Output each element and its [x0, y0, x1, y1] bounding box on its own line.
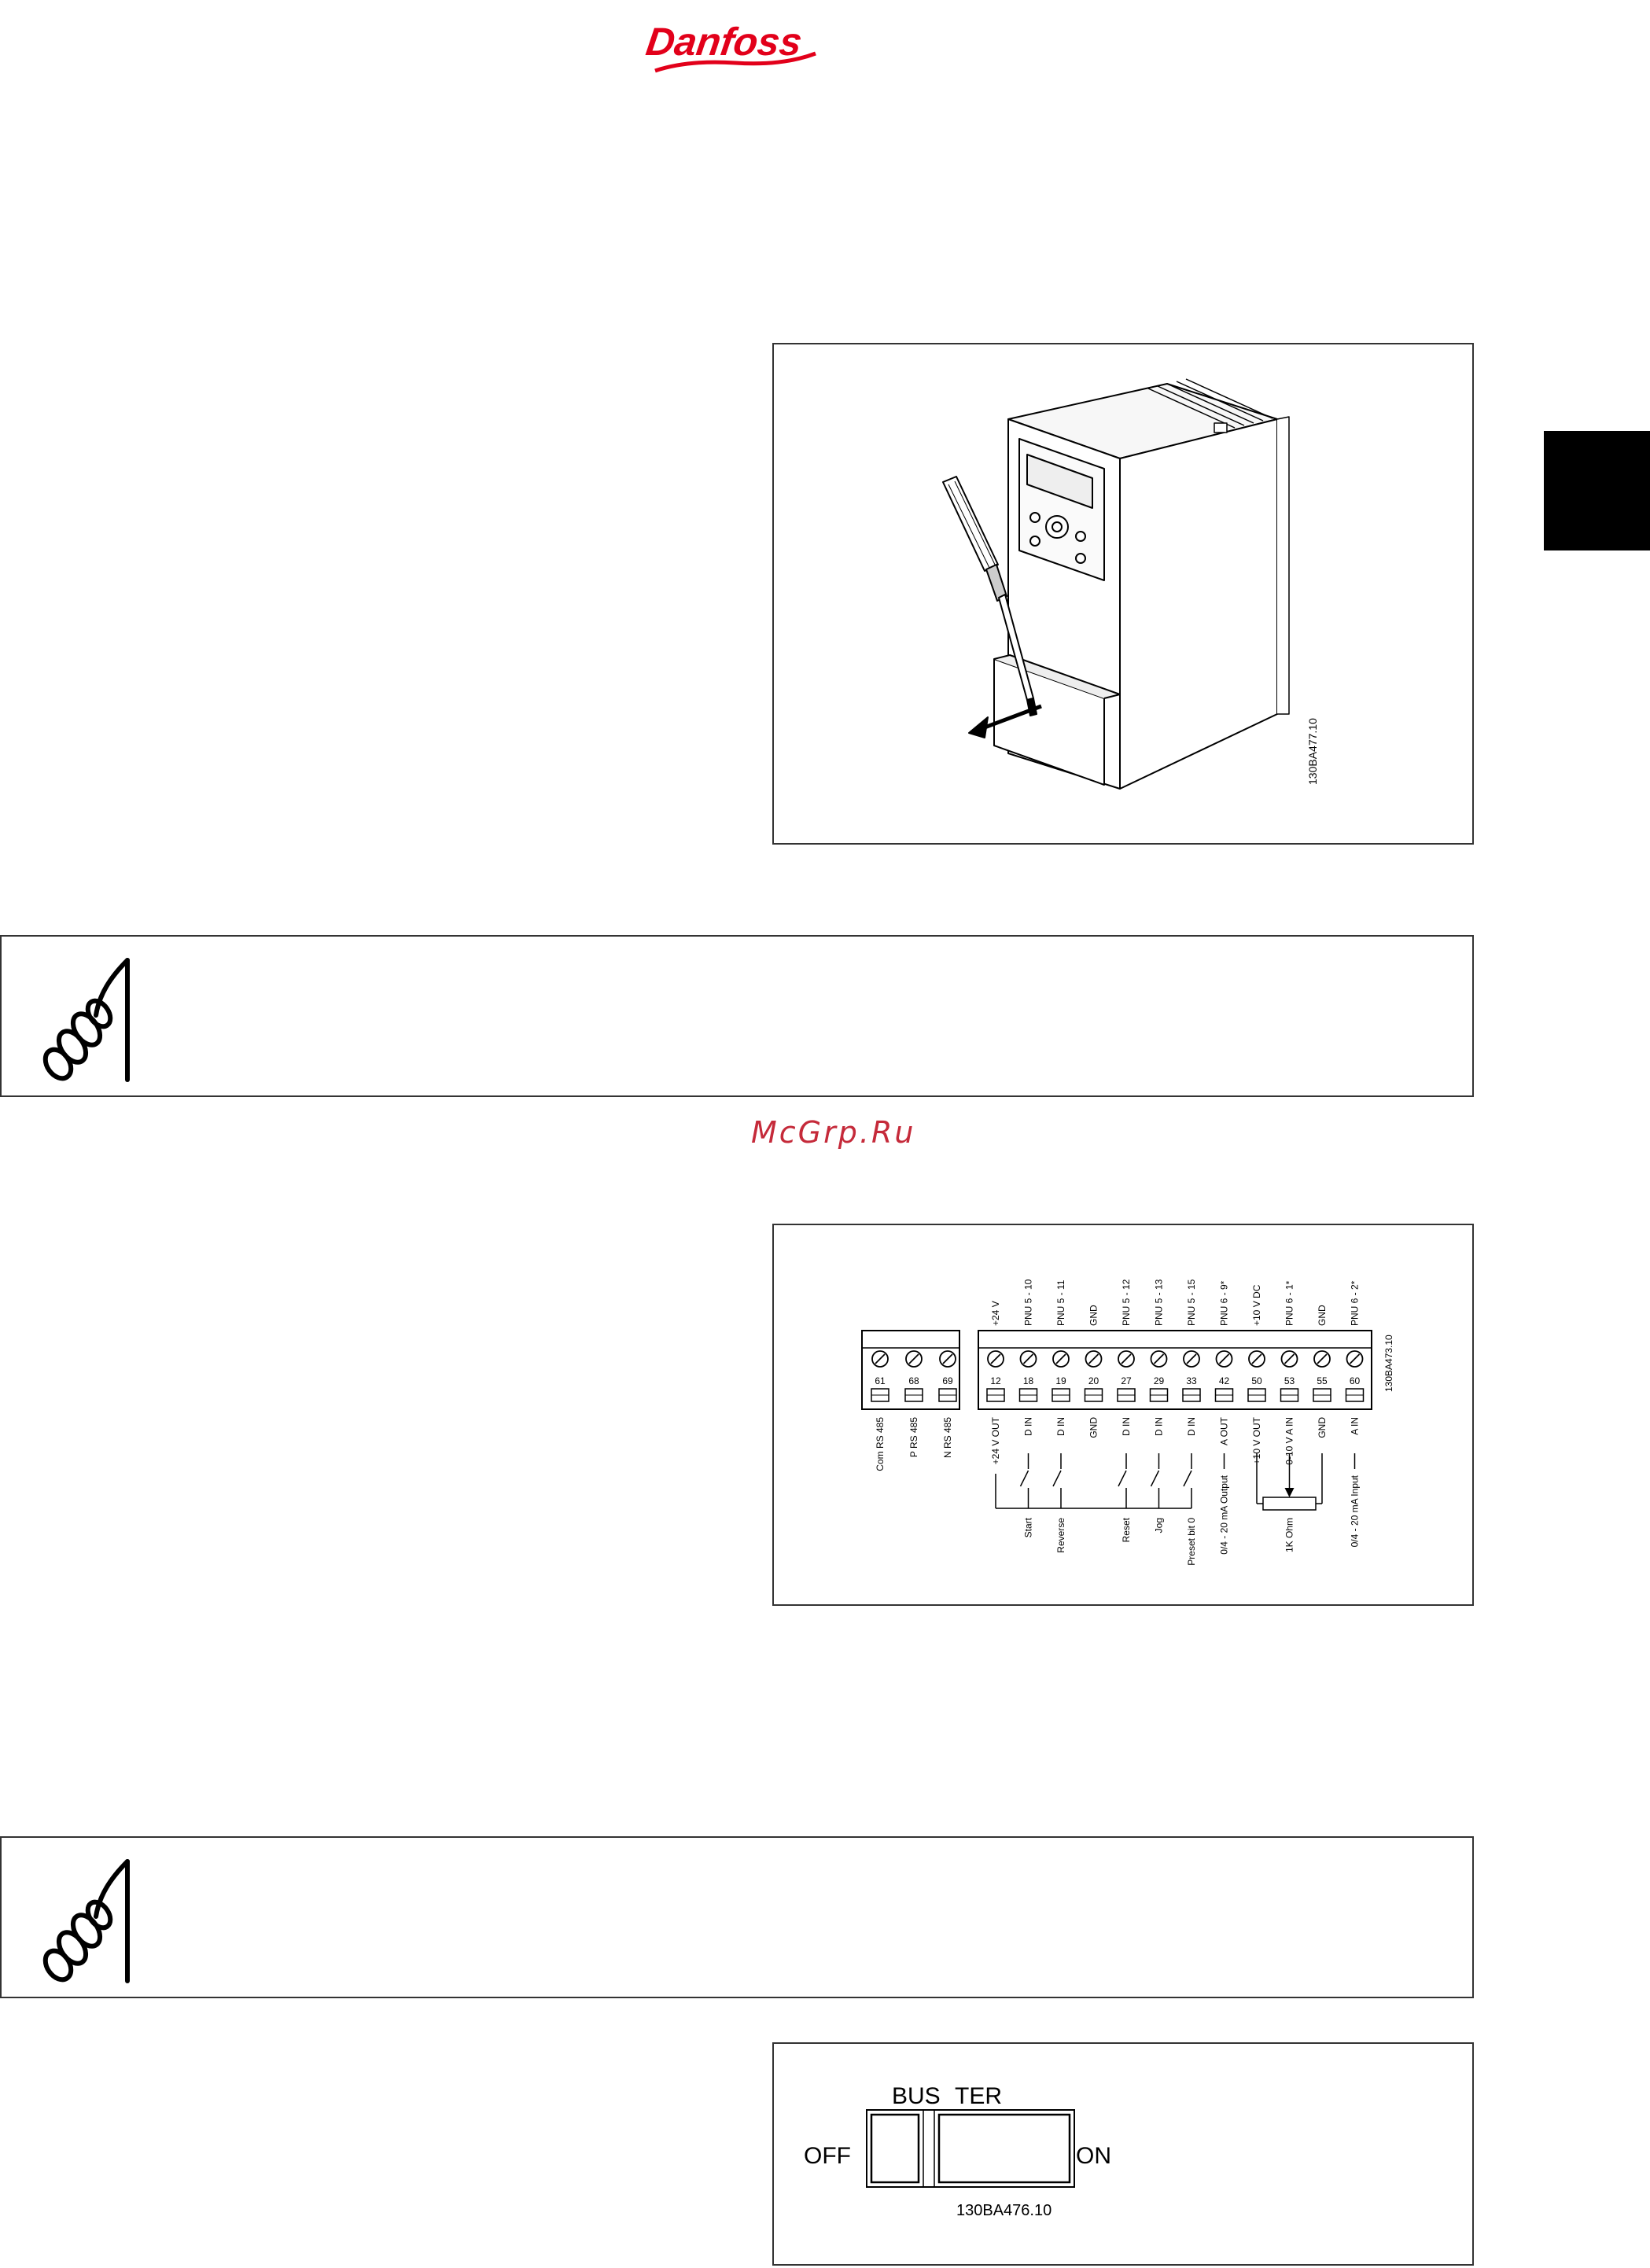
terminal-number: 18 [1023, 1375, 1034, 1386]
terminal-function: Reverse [1055, 1518, 1066, 1553]
terminal-type: D IN [1154, 1417, 1165, 1436]
figure1-code: 130BA477.10 [1306, 718, 1319, 785]
figure2-code: 130BA473.10 [1383, 1335, 1394, 1392]
terminal-parameter: PNU 5 - 13 [1154, 1279, 1165, 1326]
terminal-parameter: +10 V DC [1251, 1284, 1262, 1326]
watermark: McGrp.Ru [751, 1115, 916, 1150]
switch-contact [1183, 1470, 1192, 1487]
terminal-function: Reset [1121, 1517, 1132, 1542]
label-on: ON [1076, 2143, 1111, 2169]
label-off: OFF [804, 2143, 851, 2169]
terminal-number: 42 [1219, 1375, 1230, 1386]
note-box [0, 1836, 1474, 1998]
rs485-connector-body [861, 1330, 960, 1410]
switch-contact [1019, 1470, 1029, 1487]
rs485-label: N RS 485 [942, 1417, 953, 1458]
control-connector-body [978, 1330, 1372, 1410]
danfoss-logo: Danfoss [643, 20, 816, 73]
terminal-number: 61 [875, 1375, 886, 1386]
terminal-function: 0/4 - 20 mA Input [1350, 1475, 1361, 1547]
terminal-number: 60 [1350, 1375, 1361, 1386]
terminal-function: Jog [1154, 1518, 1165, 1533]
terminal-function: 1K Ohm [1284, 1518, 1295, 1552]
terminal-function: 0/4 - 20 mA Output [1219, 1475, 1230, 1554]
terminal-screw-icon [1052, 1350, 1070, 1368]
terminal-number: 19 [1055, 1375, 1066, 1386]
switch-contact [1052, 1470, 1062, 1487]
switch-housing [866, 2109, 1075, 2188]
terminal-screw-icon [1019, 1350, 1037, 1368]
terminal-number: 29 [1154, 1375, 1165, 1386]
terminal-function: Start [1023, 1517, 1034, 1537]
switch-contact [1150, 1470, 1160, 1487]
figure-terminal-cover-removal: 130BA477.10 [772, 343, 1474, 845]
terminal-parameter: +24 V [990, 1301, 1001, 1326]
terminal-screw-icon [1183, 1350, 1200, 1368]
terminal-screw-icon [905, 1350, 923, 1368]
figure3-code: 130BA476.10 [956, 2202, 1052, 2219]
terminal-parameter: PNU 5 - 11 [1055, 1279, 1066, 1326]
terminal-parameter: GND [1317, 1305, 1328, 1326]
label-ter: TER [955, 2083, 1002, 2109]
rs485-label: Com RS 485 [875, 1417, 886, 1471]
terminal-type: D IN [1023, 1417, 1034, 1436]
switch-off-position [870, 2113, 920, 2184]
terminal-screw-icon [1085, 1350, 1103, 1368]
potentiometer-icon [1262, 1497, 1317, 1511]
terminal-type: 0-10 V A IN [1284, 1417, 1295, 1465]
note-box [0, 935, 1474, 1097]
terminal-type: +24 V OUT [990, 1416, 1001, 1464]
figure-bus-termination-switch: BUS TER OFF ON 130BA476.10 [772, 2042, 1474, 2266]
terminal-type: GND [1088, 1417, 1099, 1438]
terminal-screw-icon [1346, 1350, 1364, 1368]
terminal-number: 50 [1251, 1375, 1262, 1386]
terminal-type: GND [1317, 1417, 1328, 1438]
terminal-number: 27 [1121, 1375, 1132, 1386]
terminal-number: 69 [942, 1375, 953, 1386]
chapter-tab [1544, 431, 1650, 550]
terminal-number: 12 [990, 1375, 1001, 1386]
switch-diagram: BUS TER OFF ON 130BA476.10 [804, 2083, 1111, 2219]
label-bus: BUS [892, 2083, 941, 2109]
terminal-parameter: PNU 5 - 10 [1023, 1279, 1034, 1326]
terminal-screw-icon [1118, 1350, 1135, 1368]
terminal-screw-icon [1313, 1350, 1331, 1368]
terminal-number: 53 [1284, 1375, 1295, 1386]
switch-on-position [937, 2113, 1071, 2184]
terminal-parameter: GND [1088, 1305, 1099, 1326]
terminal-type: +10 V OUT [1251, 1416, 1262, 1464]
terminal-screw-icon [1280, 1350, 1298, 1368]
terminal-parameter: PNU 6 - 1* [1284, 1280, 1295, 1326]
terminal-screw-icon [987, 1350, 1004, 1368]
terminal-parameter: PNU 6 - 9* [1219, 1280, 1230, 1326]
terminal-number: 55 [1317, 1375, 1328, 1386]
note-hand-icon [42, 1859, 130, 1983]
terminal-type: D IN [1121, 1417, 1132, 1436]
terminal-number: 33 [1186, 1375, 1197, 1386]
terminal-screw-icon [1215, 1350, 1233, 1368]
terminal-screw-icon [1150, 1350, 1168, 1368]
terminal-parameter: PNU 5 - 15 [1186, 1279, 1197, 1326]
terminal-number: 20 [1088, 1375, 1099, 1386]
switch-contact [1118, 1470, 1127, 1487]
logo-text: Danfoss [643, 20, 805, 64]
drive-illustration: 130BA477.10 [942, 378, 1319, 790]
terminal-screw-icon [1248, 1350, 1265, 1368]
terminal-parameter: PNU 5 - 12 [1121, 1279, 1132, 1326]
terminal-screw-icon [939, 1350, 956, 1368]
terminal-function: Preset bit 0 [1186, 1518, 1197, 1566]
note-hand-icon [42, 958, 130, 1082]
terminal-type: A OUT [1219, 1416, 1230, 1445]
rs485-label: P RS 485 [908, 1417, 919, 1457]
terminal-type: D IN [1186, 1417, 1197, 1436]
terminal-type: A IN [1350, 1417, 1361, 1435]
terminal-number: 68 [908, 1375, 919, 1386]
terminal-type: D IN [1055, 1417, 1066, 1436]
terminal-parameter: PNU 6 - 2* [1350, 1280, 1361, 1326]
terminal-screw-icon [871, 1350, 889, 1368]
